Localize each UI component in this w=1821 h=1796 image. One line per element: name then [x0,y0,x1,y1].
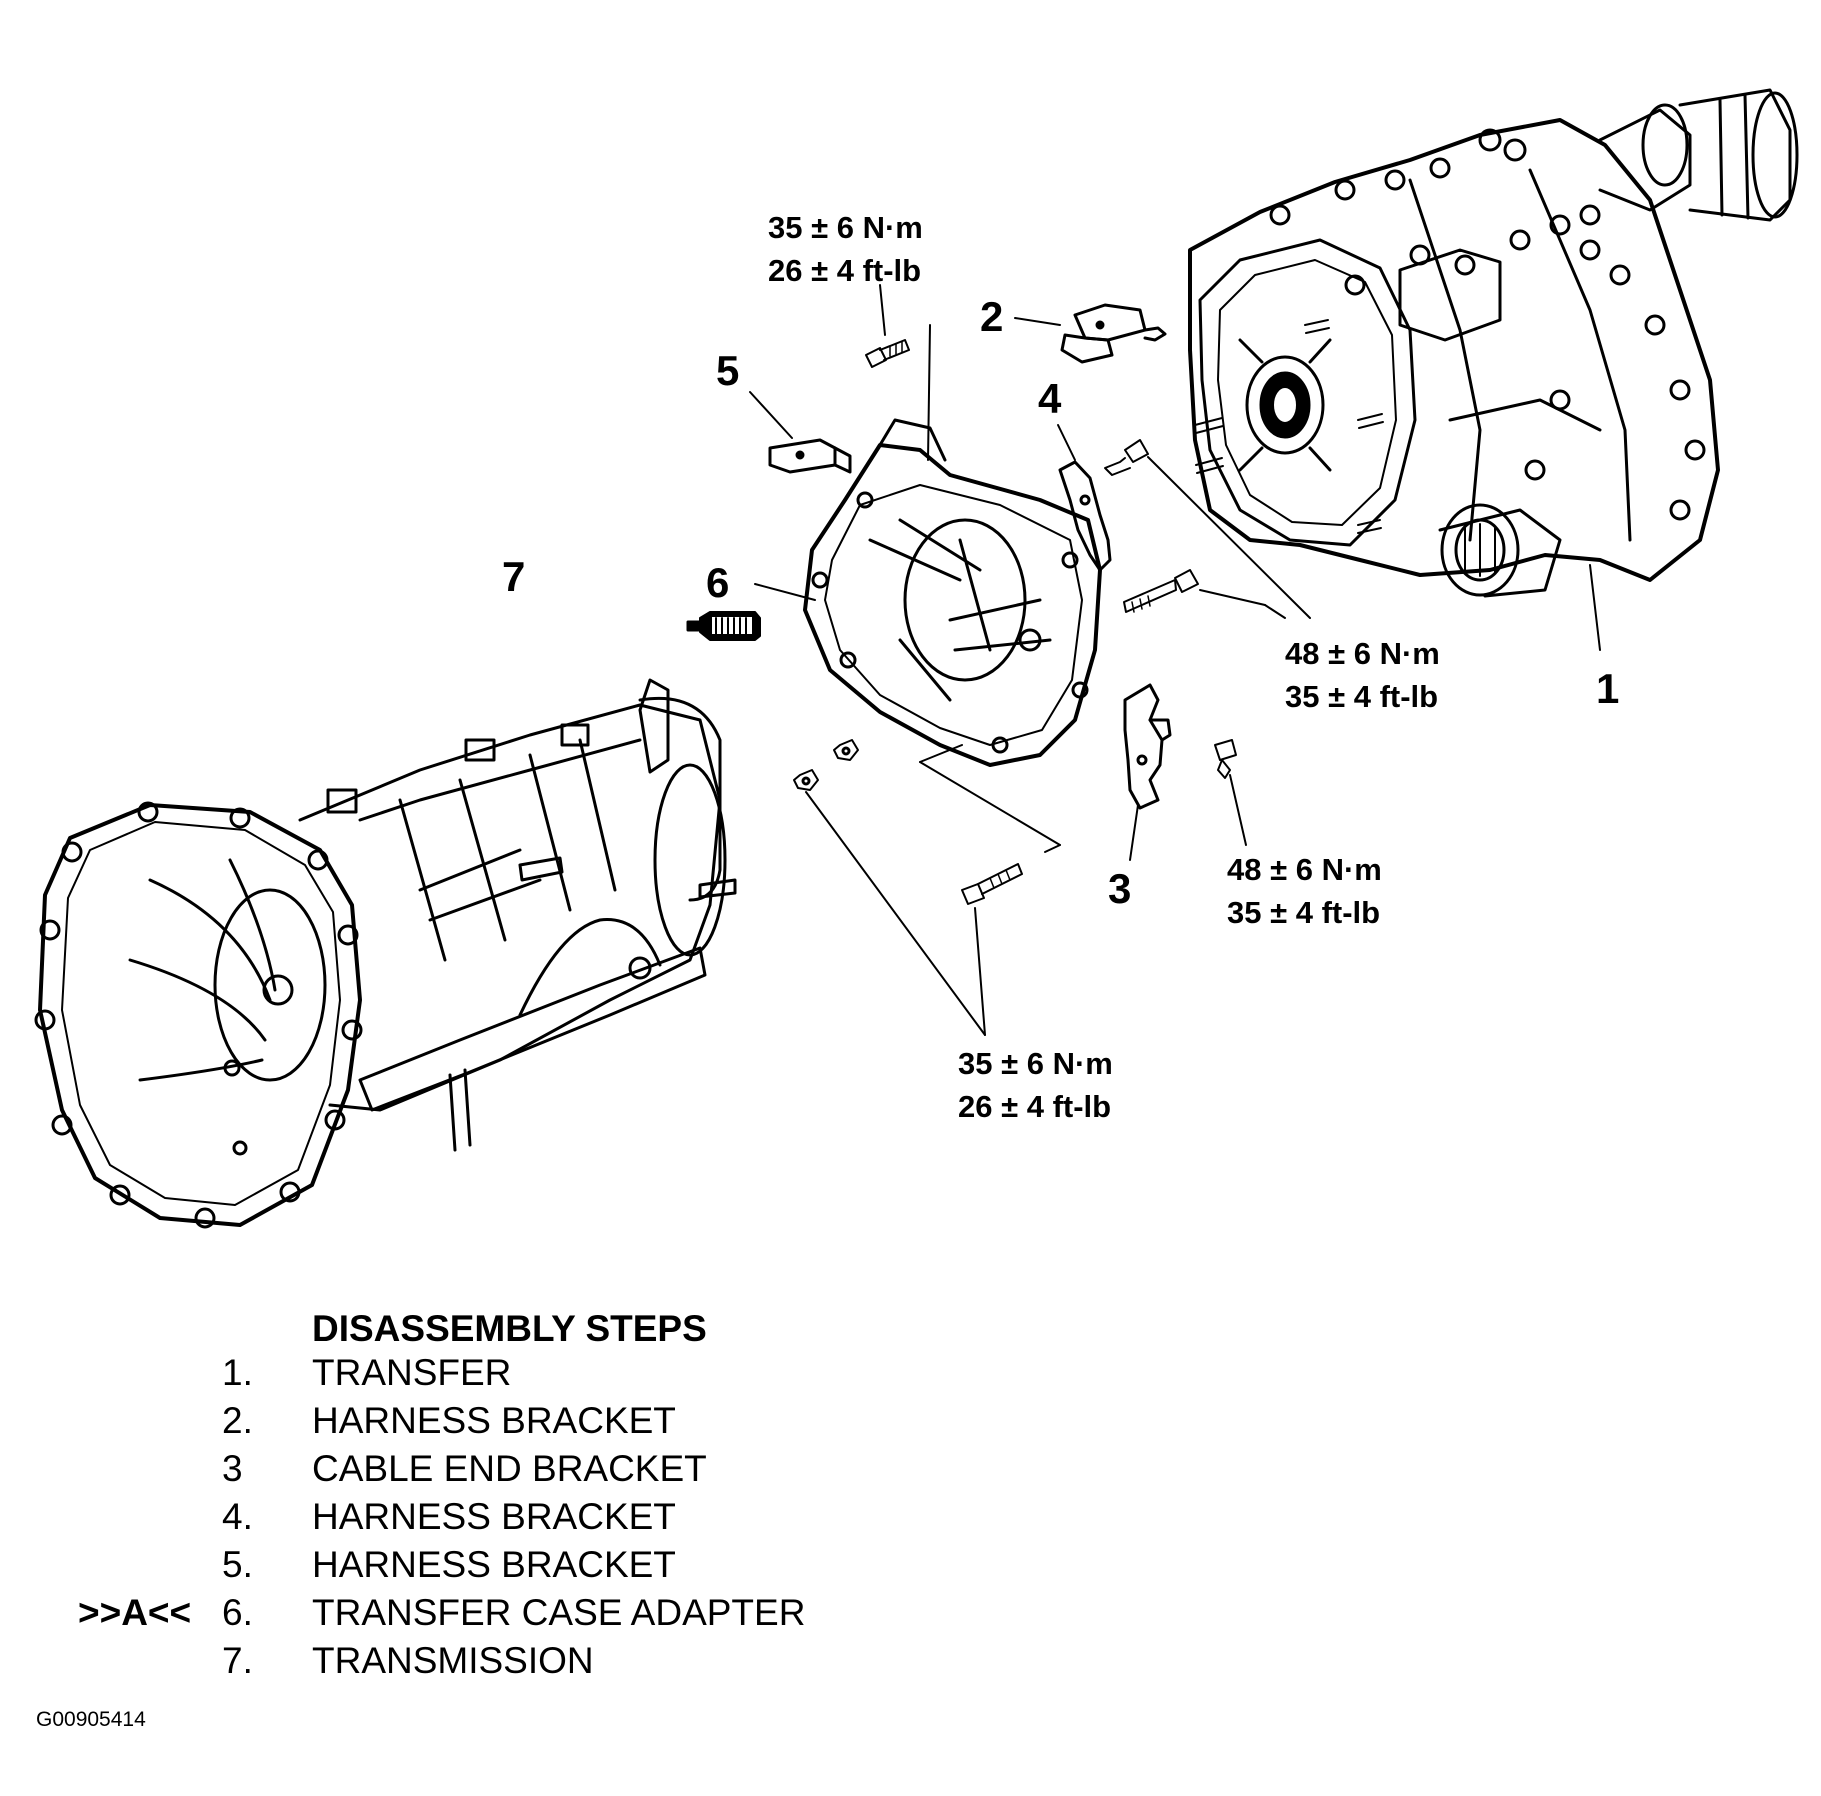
step-number: 1. [222,1352,253,1393]
harness-bracket-5-drawing [749,391,852,474]
step-label: TRANSMISSION [312,1640,594,1681]
step-label: HARNESS BRACKET [312,1544,676,1585]
adapter-drawing [686,418,1102,767]
step-item: 1. TRANSFER [0,1352,900,1398]
step-item: 3 CABLE END BRACKET [0,1448,900,1494]
step-number: 5. [222,1544,253,1585]
step-item: 7. TRANSMISSION [0,1640,900,1686]
callout-2: 2 [980,293,1004,340]
torque-imperial: 35 ± 4 ft-lb [1227,895,1381,930]
step-number: 4. [222,1496,253,1537]
step-label: TRANSFER [312,1352,512,1393]
torque-metric: 48 ± 6 N·m [1285,636,1440,671]
torque-metric: 48 ± 6 N·m [1227,852,1382,887]
callout-4: 4 [1038,375,1062,422]
step-item: 5. HARNESS BRACKET [0,1544,900,1590]
torque-imperial: 35 ± 4 ft-lb [1285,679,1439,714]
harness-bracket-4-drawing [1057,424,1112,572]
step-item: >>A<< 6. TRANSFER CASE ADAPTER [0,1592,900,1638]
step-number: 6. [222,1592,253,1633]
torque-spec-top-bolt: 35 ± 6 N·m 26 ± 4 ft-lb [768,206,923,292]
transmission-drawing [34,678,737,1229]
callout-7: 7 [502,553,526,600]
step-mark: >>A<< [78,1592,192,1633]
callout-5: 5 [716,347,740,394]
step-number: 2. [222,1400,253,1441]
step-item: 4. HARNESS BRACKET [0,1496,900,1542]
step-label: HARNESS BRACKET [312,1496,676,1537]
transfer-drawing [1188,88,1799,651]
torque-metric: 35 ± 6 N·m [768,210,923,245]
step-label: TRANSFER CASE ADAPTER [312,1592,806,1633]
step-label: CABLE END BRACKET [312,1448,707,1489]
cable-end-bracket-drawing [1123,683,1172,861]
steps-title: DISASSEMBLY STEPS [312,1308,707,1349]
figure-id: G00905414 [36,1708,146,1731]
step-number: 3 [222,1448,243,1489]
step-number: 7. [222,1640,253,1681]
torque-spec-bracket-bolt: 48 ± 6 N·m 35 ± 4 ft-lb [1227,848,1382,934]
step-item: 2. HARNESS BRACKET [0,1400,900,1446]
torque-metric: 35 ± 6 N·m [958,1046,1113,1081]
harness-bracket-2-drawing [1014,303,1167,364]
callout-6: 6 [706,559,730,606]
torque-spec-transfer-bolts: 48 ± 6 N·m 35 ± 4 ft-lb [1285,632,1440,718]
torque-imperial: 26 ± 4 ft-lb [768,253,922,288]
callout-1: 1 [1596,665,1620,712]
torque-spec-lower-bolts: 35 ± 6 N·m 26 ± 4 ft-lb [958,1042,1113,1128]
torque-imperial: 26 ± 4 ft-lb [958,1089,1112,1124]
step-label: HARNESS BRACKET [312,1400,676,1441]
callout-3: 3 [1108,865,1132,912]
fasteners-drawing [793,284,1311,1036]
